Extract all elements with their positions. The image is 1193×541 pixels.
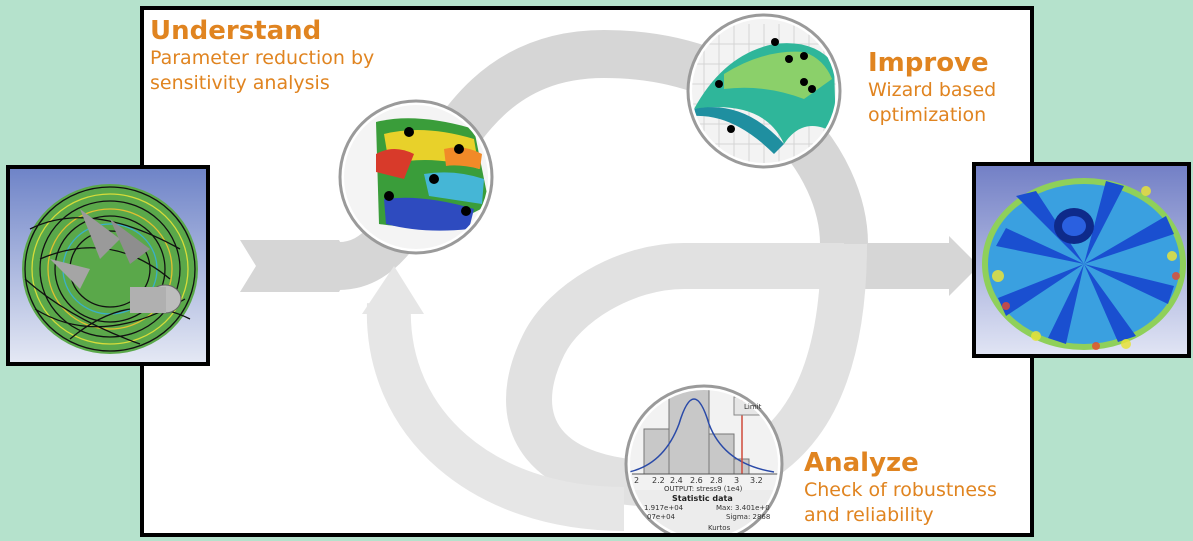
histogram-icon	[624, 384, 784, 533]
impeller-stress-image	[972, 162, 1191, 358]
understand-description: Parameter reduction by sensitivity analy…	[150, 47, 375, 94]
optimization-surface-icon	[686, 13, 842, 169]
histogram-tick: 3	[734, 476, 739, 485]
lower-left-loop-arrow	[366, 303, 625, 531]
histogram-text-layer: 2 2.2 2.4 2.6 2.8 3 3.2 OUTPUT: stress9 …	[634, 403, 770, 532]
stage-understand: Understand Parameter reduction by sensit…	[150, 16, 374, 96]
histogram-stat: 1.917e+04	[644, 504, 684, 512]
understand-title: Understand	[150, 16, 322, 46]
input-arrow	[240, 240, 354, 292]
histogram-stat: Kurtos	[708, 524, 731, 532]
output-arrowhead	[949, 236, 979, 296]
diagram-panel: 2 2.2 2.4 2.6 2.8 3 3.2 OUTPUT: stress9 …	[140, 6, 1034, 537]
histogram-stat: 07e+04	[647, 513, 676, 521]
histogram-tick: 2.4	[670, 476, 683, 485]
histogram-stat: Sigma: 2868	[726, 513, 770, 521]
sensitivity-surface-icon	[338, 99, 494, 255]
improve-description: Wizard based optimization	[868, 79, 997, 126]
turbine-flow-image	[6, 165, 210, 366]
stage-improve: Improve Wizard based optimization	[868, 48, 996, 128]
histogram-tick: 2.6	[690, 476, 703, 485]
histogram-tick: 2.8	[710, 476, 723, 485]
impeller-stress-icon	[976, 166, 1187, 354]
histogram-tick: 2.2	[652, 476, 665, 485]
histogram-stat: Max: 3.401e+0	[716, 504, 770, 512]
turbine-flow-icon	[10, 169, 206, 362]
stage-analyze: Analyze Check of robustness and reliabil…	[804, 448, 997, 528]
process-flow-arrows	[240, 13, 979, 533]
return-loop-arrow	[506, 243, 867, 508]
histogram-output-label: OUTPUT: stress9 (1e4)	[664, 485, 743, 493]
histogram-tick: 3.2	[750, 476, 763, 485]
analyze-title: Analyze	[804, 448, 919, 478]
lower-left-arrowhead	[362, 266, 424, 314]
histogram-tick: 2	[634, 476, 639, 485]
histogram-stats-title: Statistic data	[672, 494, 733, 503]
analyze-description: Check of robustness and reliability	[804, 479, 997, 526]
improve-title: Improve	[868, 48, 989, 78]
histogram-limit-label: Limit	[744, 403, 762, 411]
